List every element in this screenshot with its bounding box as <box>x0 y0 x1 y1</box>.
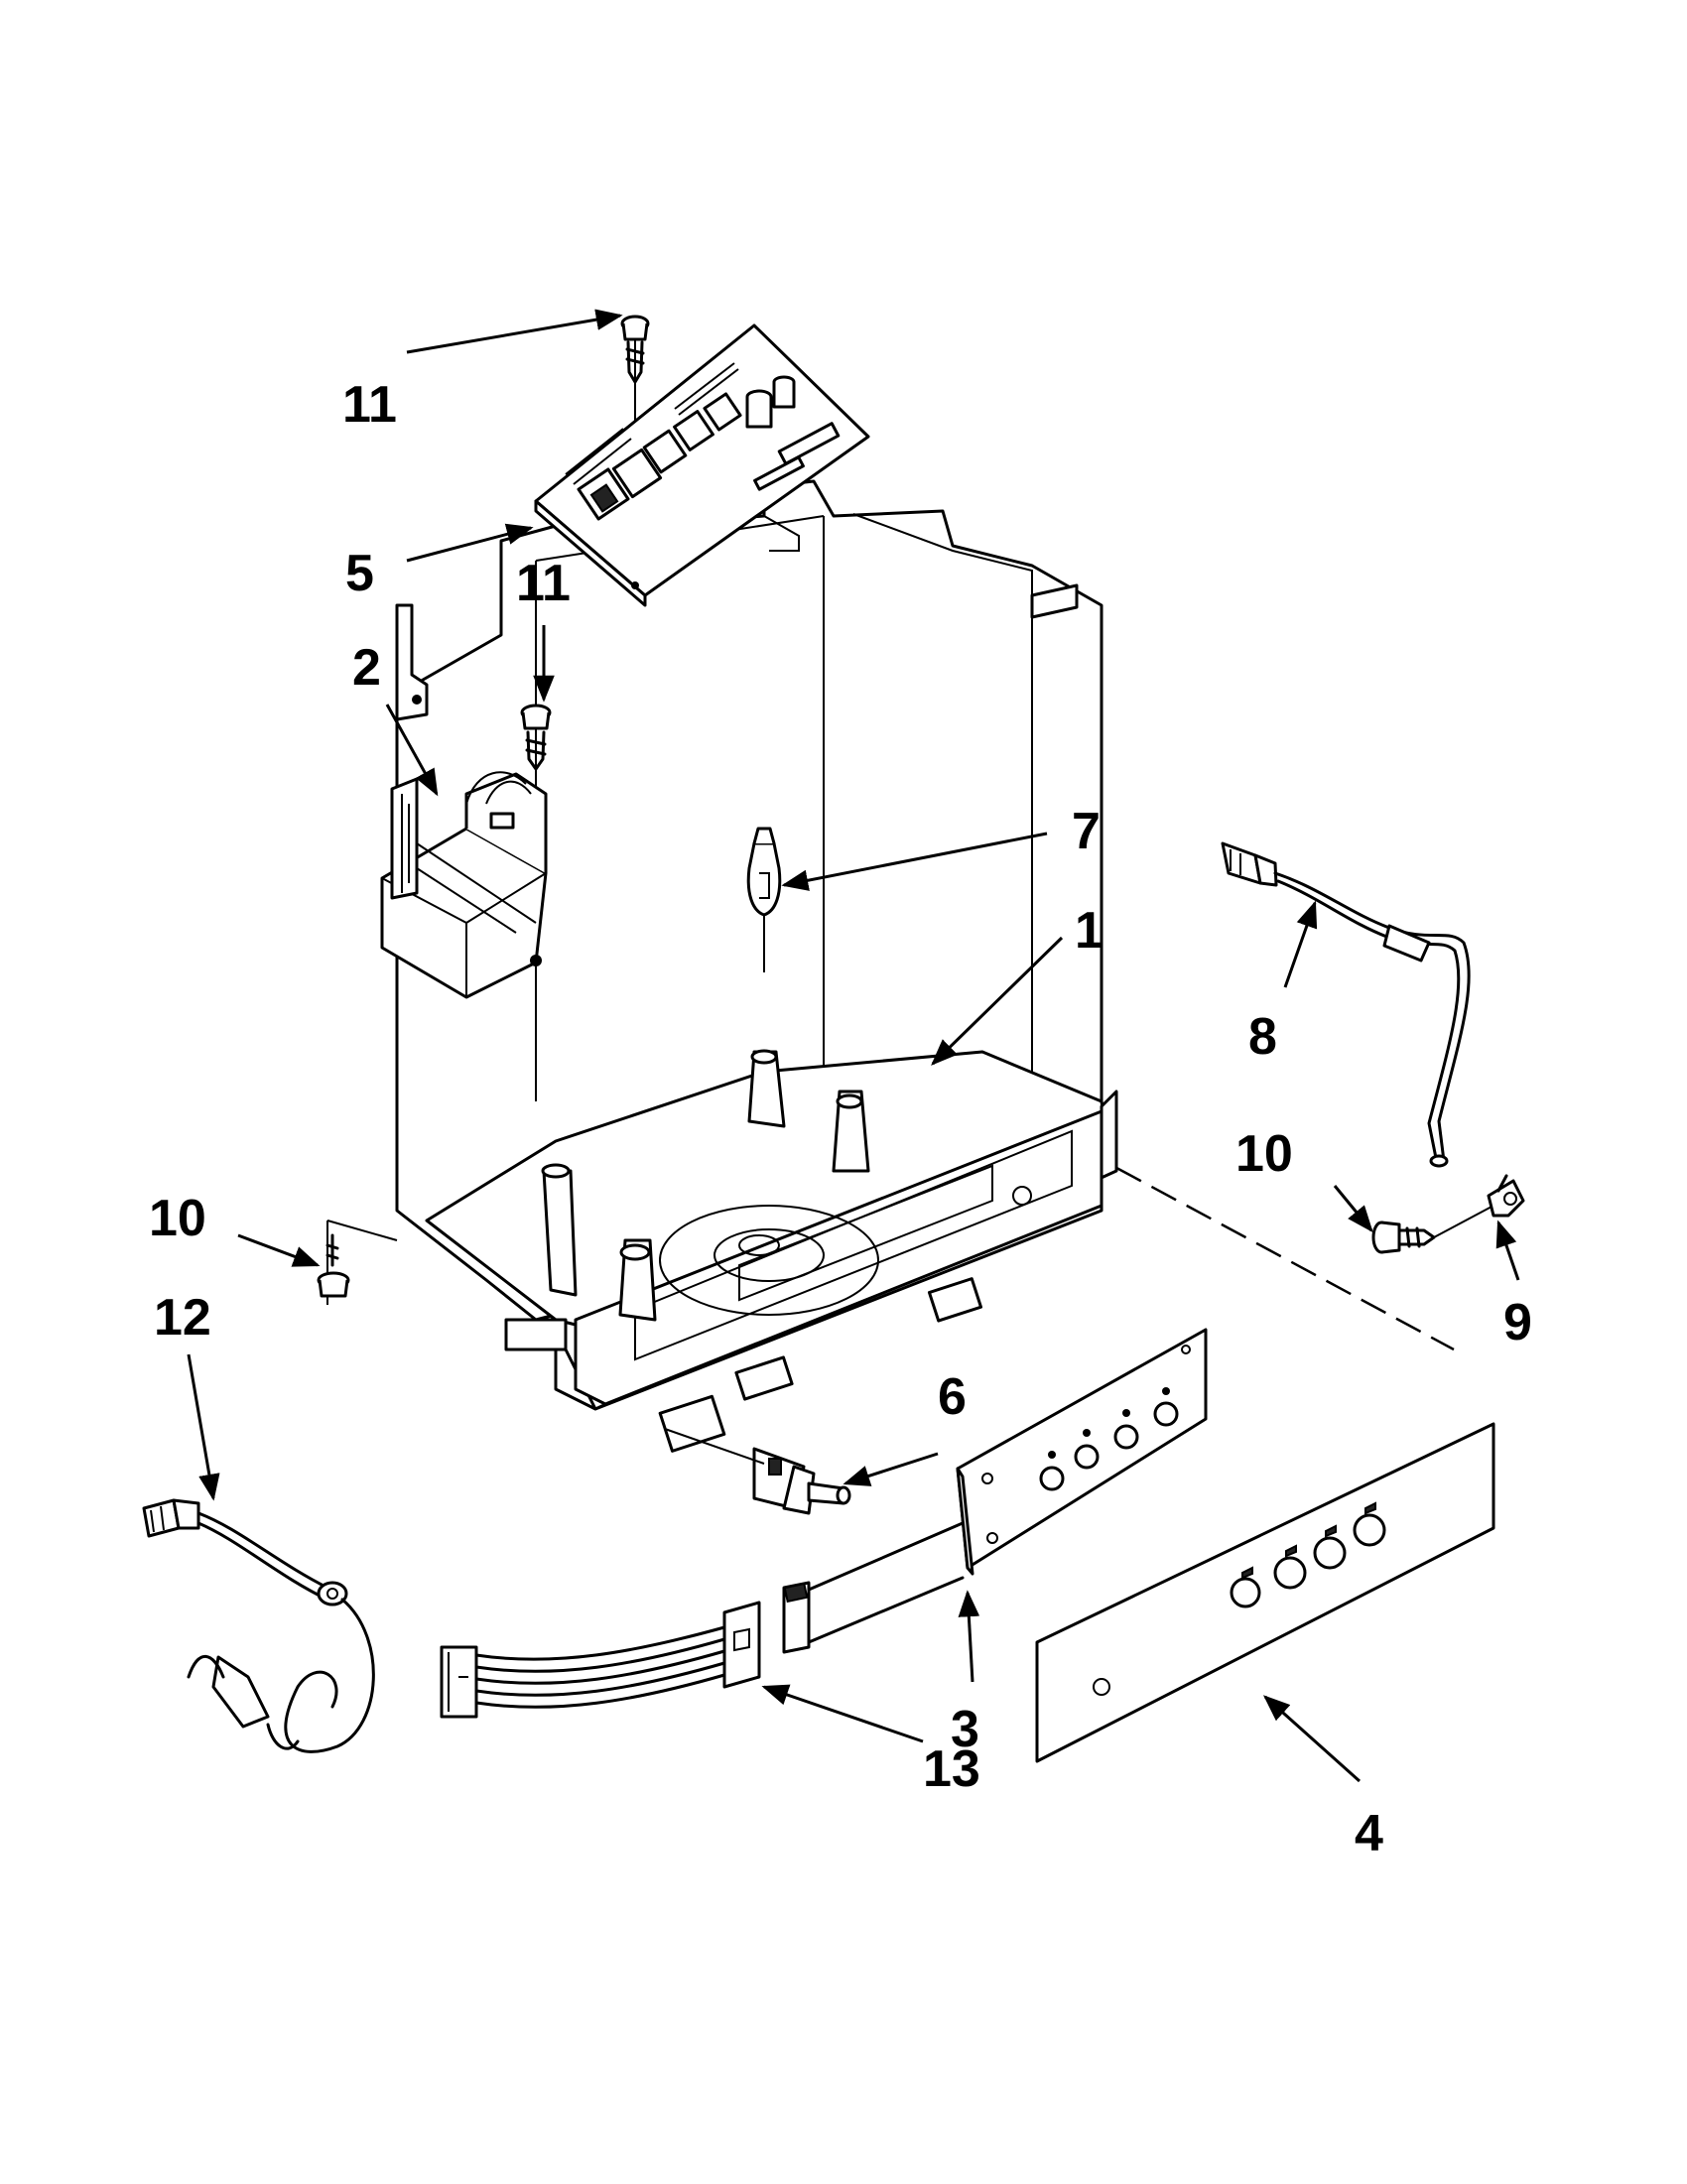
callout-10-left: 10 <box>149 1190 206 1247</box>
lamp-part <box>746 827 782 972</box>
switch-panel-part <box>956 1328 1208 1576</box>
callout-11-mid: 11 <box>516 555 571 612</box>
switch-part <box>664 1428 851 1515</box>
screw-part-10-right <box>1371 1205 1494 1254</box>
callout-5: 5 <box>345 545 374 602</box>
callout-12: 12 <box>154 1289 211 1347</box>
callout-1: 1 <box>1075 902 1103 960</box>
callout-7: 7 <box>1072 803 1101 860</box>
callout-9: 9 <box>1503 1294 1532 1351</box>
ribbon-harness-part <box>440 1521 965 1719</box>
callout-13: 13 <box>923 1740 980 1798</box>
callout-labels: 11 5 11 2 7 1 8 10 9 10 12 6 3 13 4 <box>149 376 1532 1863</box>
callout-3: 3 <box>951 1701 979 1758</box>
callout-6: 6 <box>938 1368 967 1426</box>
callout-11-top: 11 <box>342 376 397 434</box>
leader-arrows <box>187 309 1520 1783</box>
wire-harness-8-part <box>1221 841 1471 1168</box>
screw-part-11-mid <box>520 704 552 771</box>
screw-part-10-left <box>317 1233 350 1298</box>
callout-10-right: 10 <box>1235 1125 1293 1183</box>
transformer-part <box>380 771 548 999</box>
control-board-part <box>534 323 870 607</box>
overlay-panel-part <box>1035 1422 1495 1763</box>
callout-4: 4 <box>1355 1805 1383 1863</box>
callout-8: 8 <box>1248 1008 1277 1066</box>
callout-2: 2 <box>352 639 381 697</box>
wire-harness-12-part <box>142 1498 375 1753</box>
wire-clip-part <box>1487 1174 1525 1218</box>
screw-part-11-top <box>620 315 650 384</box>
